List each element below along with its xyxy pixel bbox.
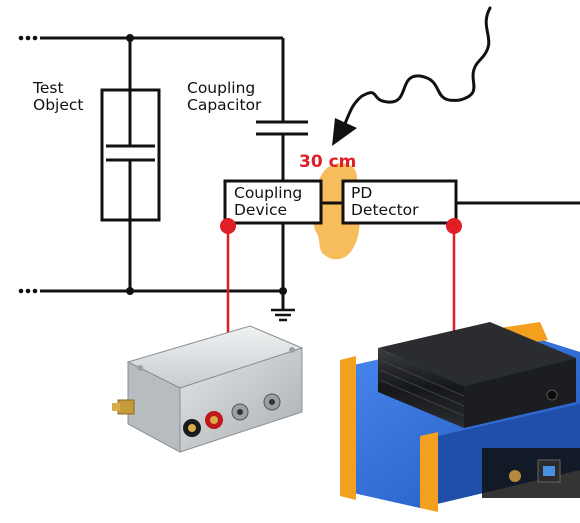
test-object-symbol bbox=[100, 38, 161, 291]
test-object-label: Test Object bbox=[32, 79, 83, 114]
distance-label: 30 cm bbox=[299, 152, 356, 172]
top-bus-ellipsis bbox=[18, 35, 38, 41]
ground-symbol-icon bbox=[271, 308, 295, 322]
arrow-head-icon bbox=[332, 118, 357, 146]
interference-arrow-icon bbox=[342, 6, 492, 128]
coupling-capacitor-symbol bbox=[256, 120, 308, 181]
pd-detector-photo bbox=[340, 322, 580, 512]
red-connection-dot-device bbox=[220, 218, 236, 234]
bottom-bus-ellipsis bbox=[18, 288, 38, 294]
pd-detector-label: PD Detector bbox=[351, 184, 419, 219]
top-bus-wire bbox=[40, 36, 285, 122]
pd-detector-box bbox=[341, 179, 458, 225]
coupling-device-label: Coupling Device bbox=[234, 184, 307, 219]
coupling-device-photo bbox=[112, 325, 304, 453]
coupling-capacitor-label: Coupling Capacitor bbox=[187, 79, 262, 114]
red-connection-dot-detector bbox=[446, 218, 462, 234]
